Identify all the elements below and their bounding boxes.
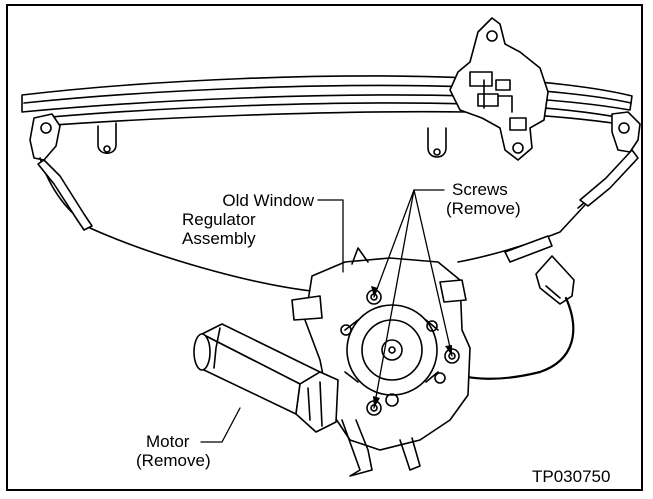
left-pulley [29, 113, 61, 161]
leader-arrowheads [371, 286, 452, 408]
screw-leader-right [413, 189, 453, 357]
label-old-regulator: Old Window Regulator Assembly [170, 191, 314, 248]
gear-housing [344, 304, 439, 396]
figure-code: TP030750 [532, 467, 611, 486]
regulator-arm [341, 419, 421, 477]
label-screws-line1: Screws [452, 180, 508, 199]
rail-tab-left [97, 122, 117, 155]
screw-leader-bottom [373, 189, 415, 409]
label-old-regulator-line1: Old Window [222, 191, 314, 210]
cable-left [37, 157, 321, 293]
label-old-regulator-line3: Assembly [182, 229, 256, 248]
mount-holes [340, 320, 446, 407]
wiring-connector [448, 255, 575, 380]
old-regulator-leader [317, 199, 344, 273]
motor [193, 323, 339, 433]
label-screws: Screws (Remove) [446, 180, 521, 218]
cable-right [457, 149, 639, 263]
motor-leader [200, 407, 241, 443]
leader-lines [200, 189, 453, 443]
label-motor-line2: (Remove) [136, 451, 211, 470]
label-screws-line2: (Remove) [446, 199, 521, 218]
upper-bracket [449, 17, 549, 161]
label-old-regulator-line2: Regulator [182, 210, 256, 229]
label-motor-line1: Motor [146, 432, 190, 451]
rail-tab-mid [427, 127, 447, 158]
label-motor: Motor (Remove) [136, 432, 211, 470]
right-pulley [611, 111, 641, 153]
